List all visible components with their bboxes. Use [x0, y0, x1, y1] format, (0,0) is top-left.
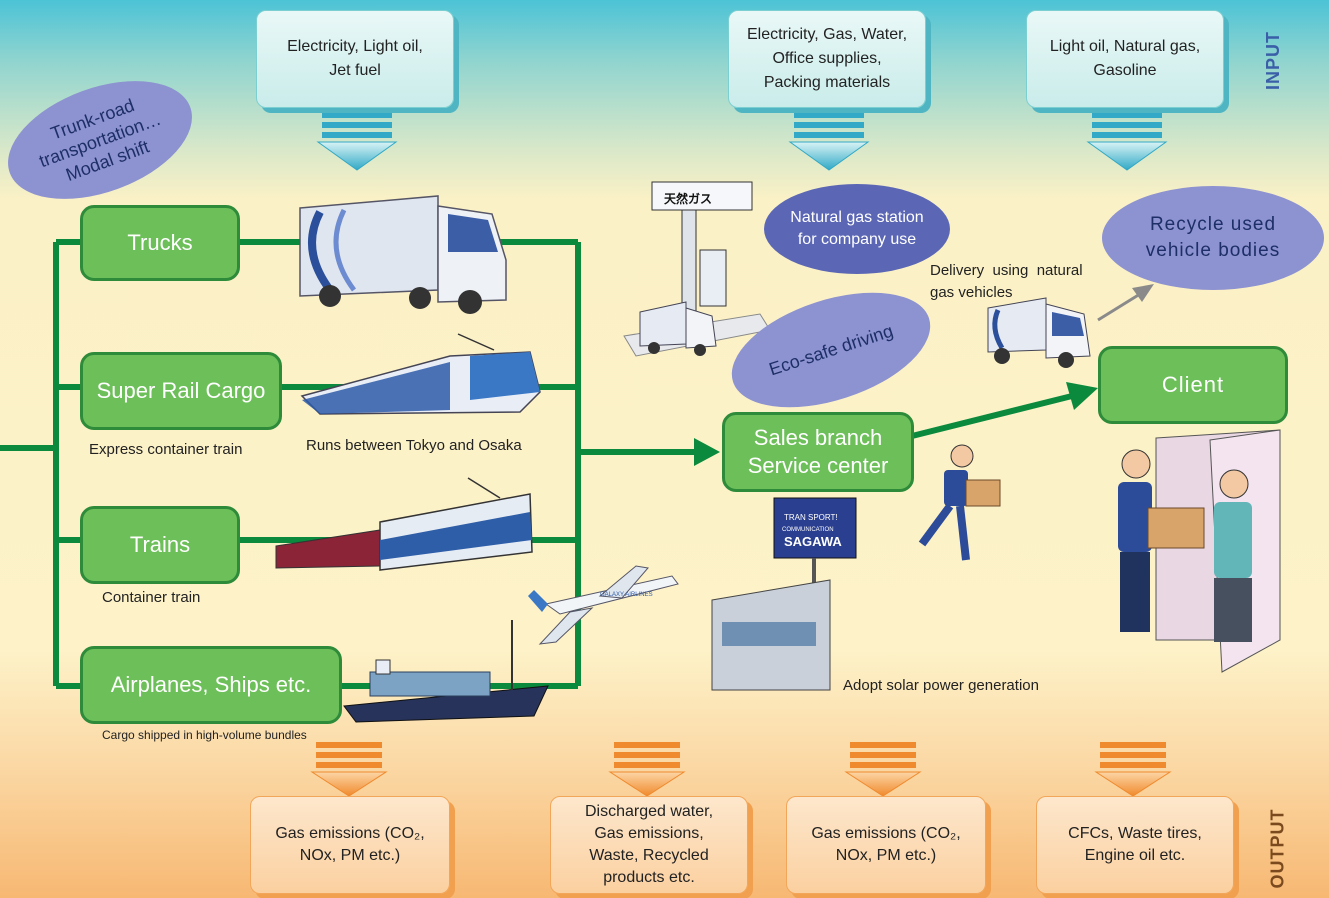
input-arrow-2	[788, 112, 870, 171]
output-arrow-1	[310, 742, 388, 797]
output-arrow-4	[1094, 742, 1172, 797]
caption-solar-power: Adopt solar power generation	[843, 677, 1039, 694]
container-train-illustration	[275, 477, 533, 571]
mode-airplanes-ships: Airplanes, Ships etc.	[80, 646, 342, 724]
node-sales-branch: Sales branch Service center	[722, 412, 914, 492]
airline-text: GALAXY AIRLINES	[600, 592, 653, 598]
output-arrow-2	[608, 742, 686, 797]
output-box-delivery: Gas emissions (CO₂, NOx, PM etc.)	[786, 796, 986, 894]
caption-tokyo-osaka: Runs between Tokyo and Osaka	[306, 437, 522, 454]
caption-express-container: Express container train	[89, 441, 243, 458]
arrow-to-client	[1066, 382, 1098, 410]
output-label: OUTPUT	[1267, 808, 1288, 889]
input-arrow-3	[1086, 112, 1168, 171]
oval-recycle: Recycle used vehicle bodies	[1102, 186, 1324, 290]
airplane-illustration: GALAXY AIRLINES	[528, 565, 679, 645]
input-label: INPUT	[1263, 31, 1283, 90]
caption-delivery-natural-gas: Delivery using natural gas vehicles	[930, 262, 1083, 301]
delivery-truck-illustration	[987, 297, 1091, 368]
sign-line-3: SAGAWA	[784, 534, 842, 549]
caption-container-train: Container train	[102, 589, 201, 606]
client-scene-illustration	[1118, 429, 1281, 673]
caption-high-volume: Cargo shipped in high-volume bundles	[102, 728, 307, 742]
input-box-delivery: Light oil, Natural gas, Gasoline	[1026, 10, 1224, 108]
gas-sign-text: 天然ガス	[664, 191, 712, 206]
truck-illustration	[299, 195, 507, 314]
ship-illustration	[343, 620, 549, 723]
mode-trains: Trains	[80, 506, 240, 584]
mode-super-rail-cargo: Super Rail Cargo	[80, 352, 282, 430]
sales-building-illustration: TRAN SPORT! COMMUNICATION SAGAWA	[711, 497, 857, 691]
input-box-transport: Electricity, Light oil, Jet fuel	[256, 10, 454, 108]
input-arrow-1	[316, 112, 398, 171]
oval-gas-station: Natural gas station for company use	[764, 184, 950, 274]
output-arrow-3	[844, 742, 922, 797]
sign-line-1: TRAN SPORT!	[784, 513, 838, 522]
courier-illustration	[918, 444, 1001, 561]
node-client: Client	[1098, 346, 1288, 424]
rail-cargo-illustration	[300, 333, 541, 415]
sign-line-2: COMMUNICATION	[782, 527, 834, 533]
arrow-to-recycle	[1097, 292, 1141, 322]
arrow-to-sales	[694, 438, 720, 466]
output-box-sales: Discharged water, Gas emissions, Waste, …	[550, 796, 748, 894]
output-box-client: CFCs, Waste tires, Engine oil etc.	[1036, 796, 1234, 894]
input-box-sales: Electricity, Gas, Water, Office supplies…	[728, 10, 926, 108]
mode-trucks: Trucks	[80, 205, 240, 281]
output-box-transport: Gas emissions (CO₂, NOx, PM etc.)	[250, 796, 450, 894]
station-truck-illustration	[639, 301, 717, 356]
